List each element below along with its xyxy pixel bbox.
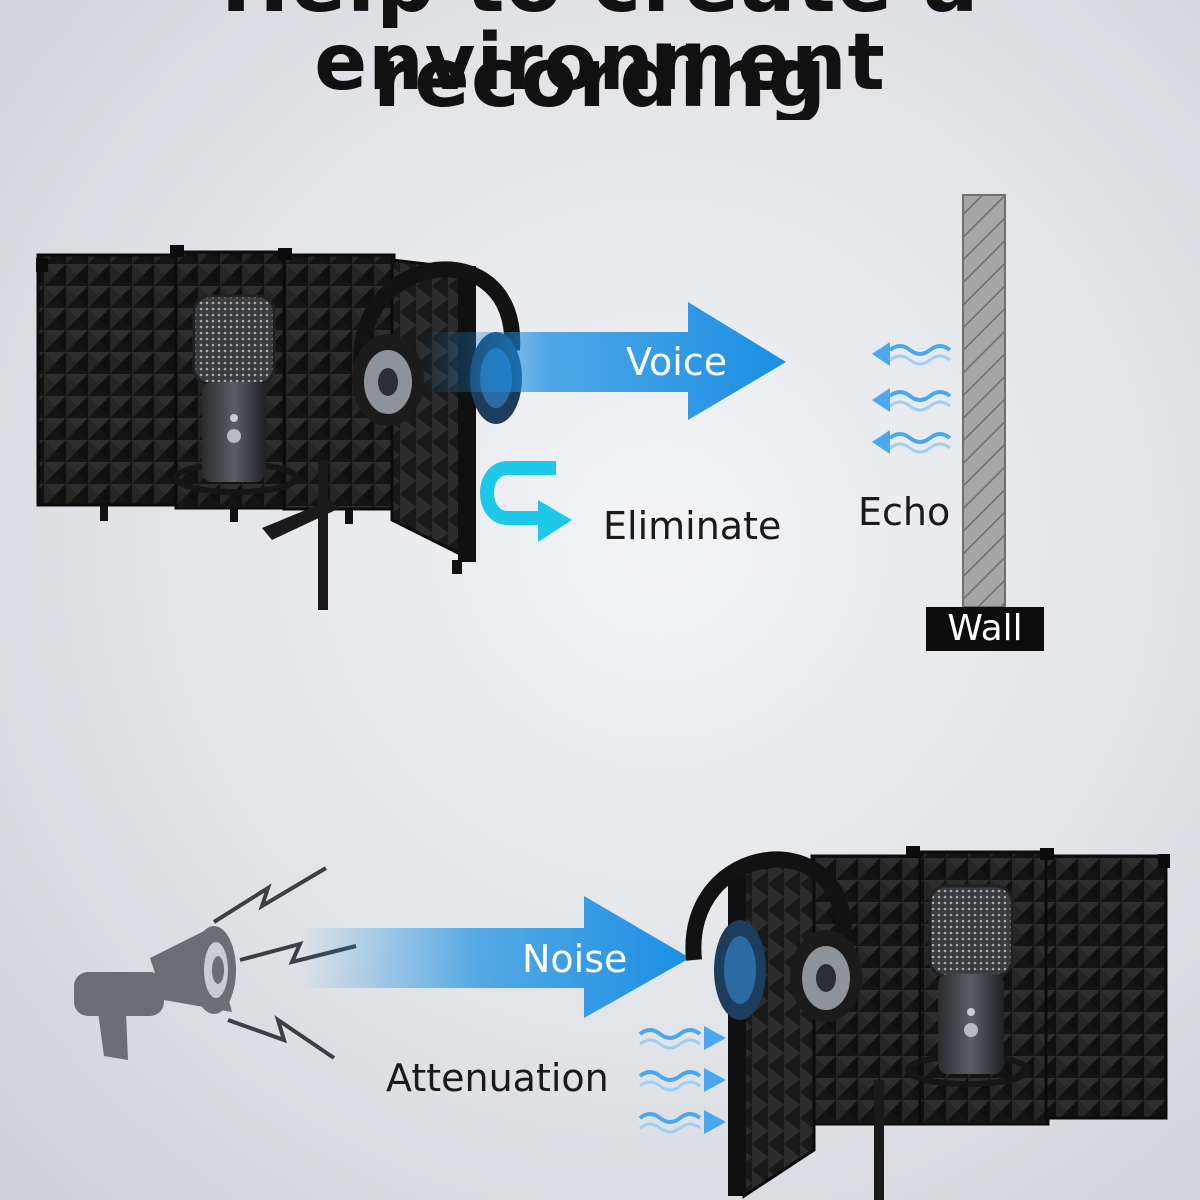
noise-arrow (300, 896, 690, 1018)
noise-label: Noise (522, 937, 628, 981)
wavy-arrow-icon (872, 430, 952, 454)
wavy-arrow-icon (872, 342, 952, 366)
attenuation-waves (638, 1026, 726, 1134)
wavy-arrow-icon (638, 1068, 726, 1092)
voice-label: Voice (626, 340, 728, 384)
bottom-booth (685, 846, 1170, 1200)
wavy-arrow-icon (872, 388, 952, 412)
top-booth (36, 245, 522, 610)
wavy-arrow-icon (638, 1110, 726, 1134)
microphone-icon (928, 884, 1014, 1074)
wall (962, 194, 1006, 608)
headline: Help to create a recording environment (0, 0, 1200, 120)
echo-label: Echo (858, 490, 951, 534)
return-arrow-icon (480, 461, 572, 542)
headline-line-2: environment (314, 18, 886, 108)
voice-arrow (420, 302, 786, 420)
microphone-icon (192, 294, 276, 482)
echo-waves (872, 342, 952, 454)
headphones-icon (685, 851, 862, 1022)
megaphone-icon (74, 926, 236, 1060)
wavy-arrow-icon (638, 1026, 726, 1050)
headline-line-1: Help to create a recording (221, 0, 978, 120)
attenuation-label: Attenuation (386, 1056, 609, 1100)
wall-label: Wall (926, 607, 1044, 651)
eliminate-label: Eliminate (603, 504, 782, 548)
